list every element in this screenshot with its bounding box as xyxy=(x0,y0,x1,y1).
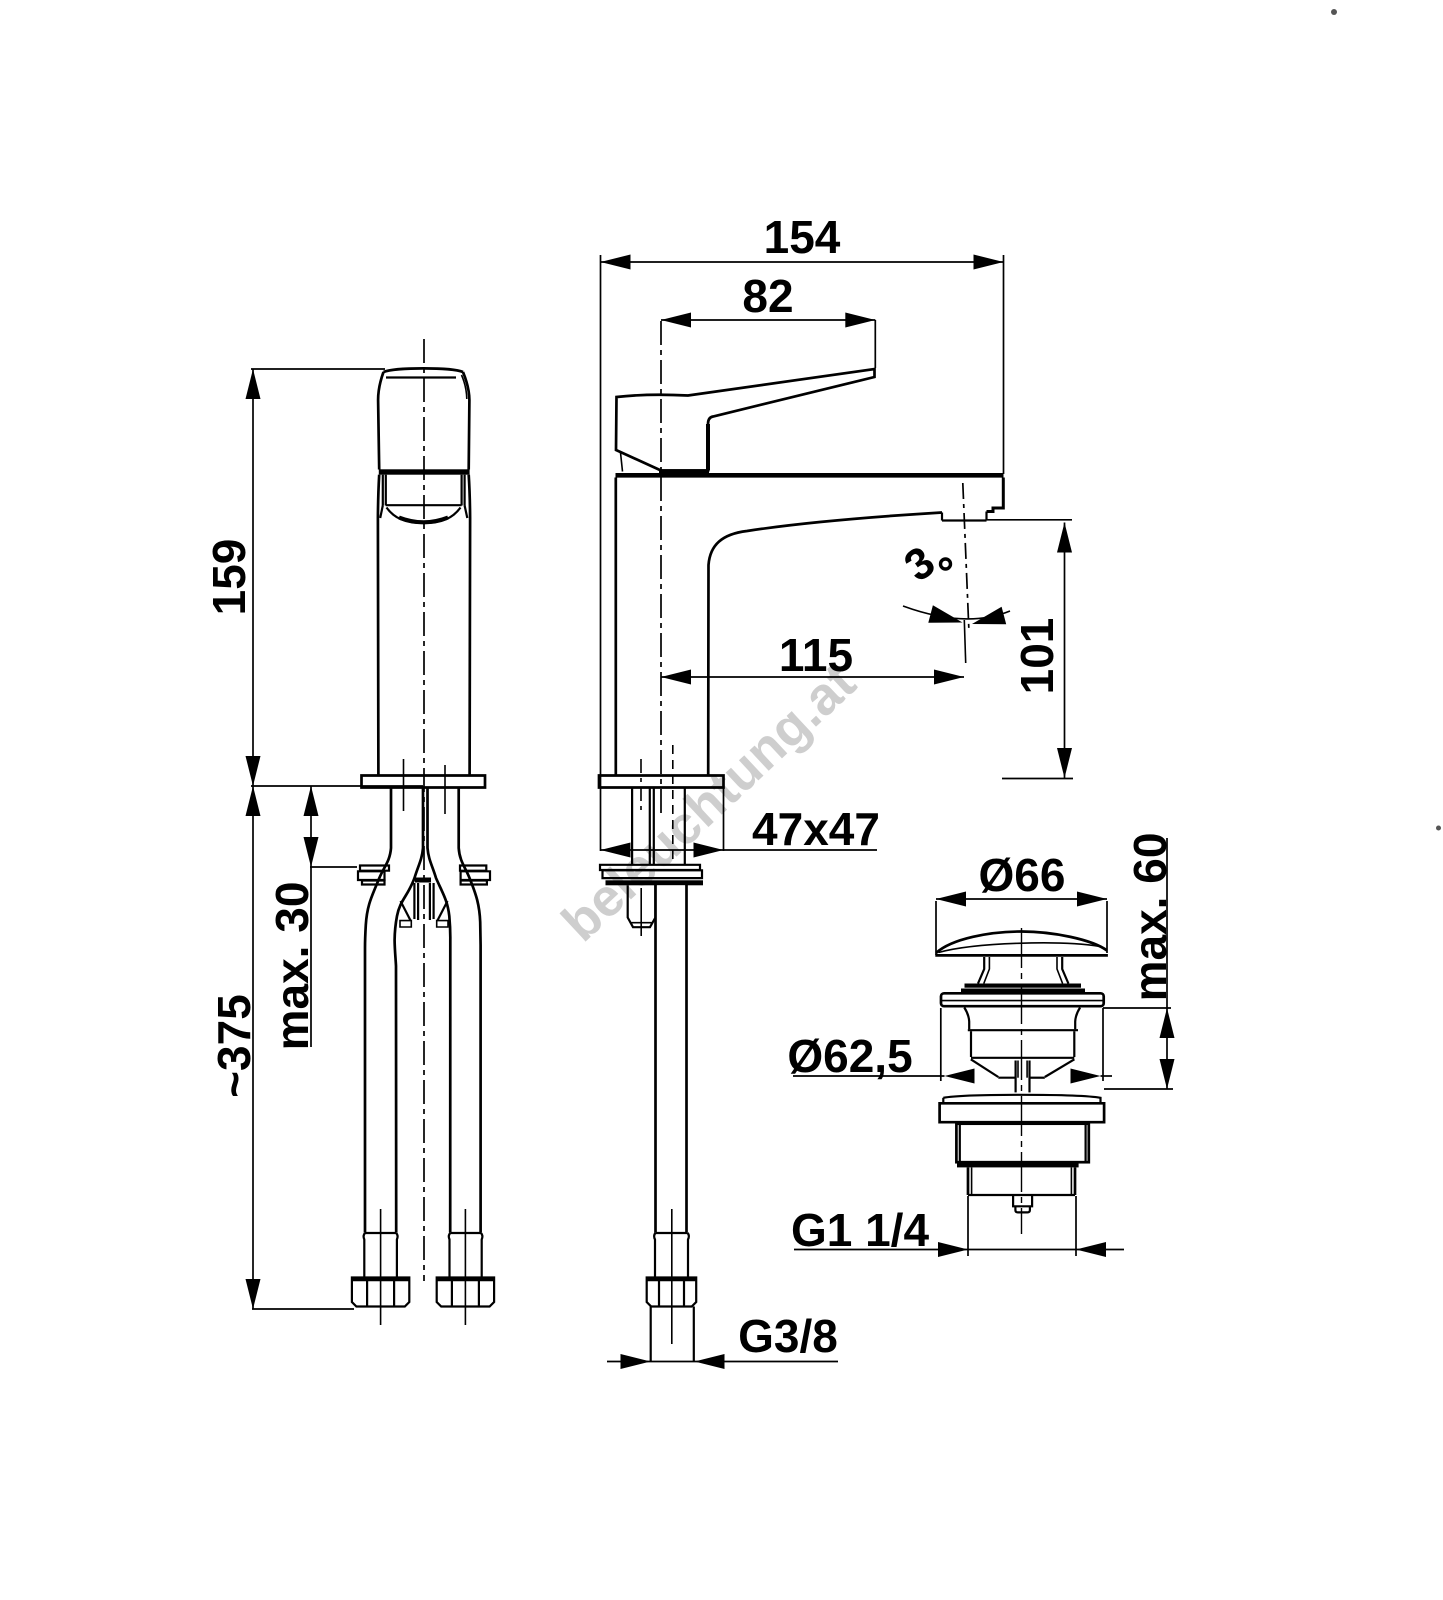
svg-text:Ø62,5: Ø62,5 xyxy=(787,1030,912,1082)
svg-text:max. 30: max. 30 xyxy=(266,882,318,1051)
svg-text:~375: ~375 xyxy=(208,994,260,1098)
svg-text:82: 82 xyxy=(742,270,793,322)
svg-text:154: 154 xyxy=(764,211,841,263)
svg-text:159: 159 xyxy=(203,539,255,616)
svg-text:47x47: 47x47 xyxy=(752,803,880,855)
svg-text:101: 101 xyxy=(1011,618,1063,695)
svg-text:max. 60: max. 60 xyxy=(1124,833,1176,1002)
svg-text:115: 115 xyxy=(779,629,853,681)
svg-text:G3/8: G3/8 xyxy=(738,1310,838,1362)
svg-text:G1 1/4: G1 1/4 xyxy=(791,1204,930,1256)
svg-text:Ø66: Ø66 xyxy=(979,849,1066,901)
